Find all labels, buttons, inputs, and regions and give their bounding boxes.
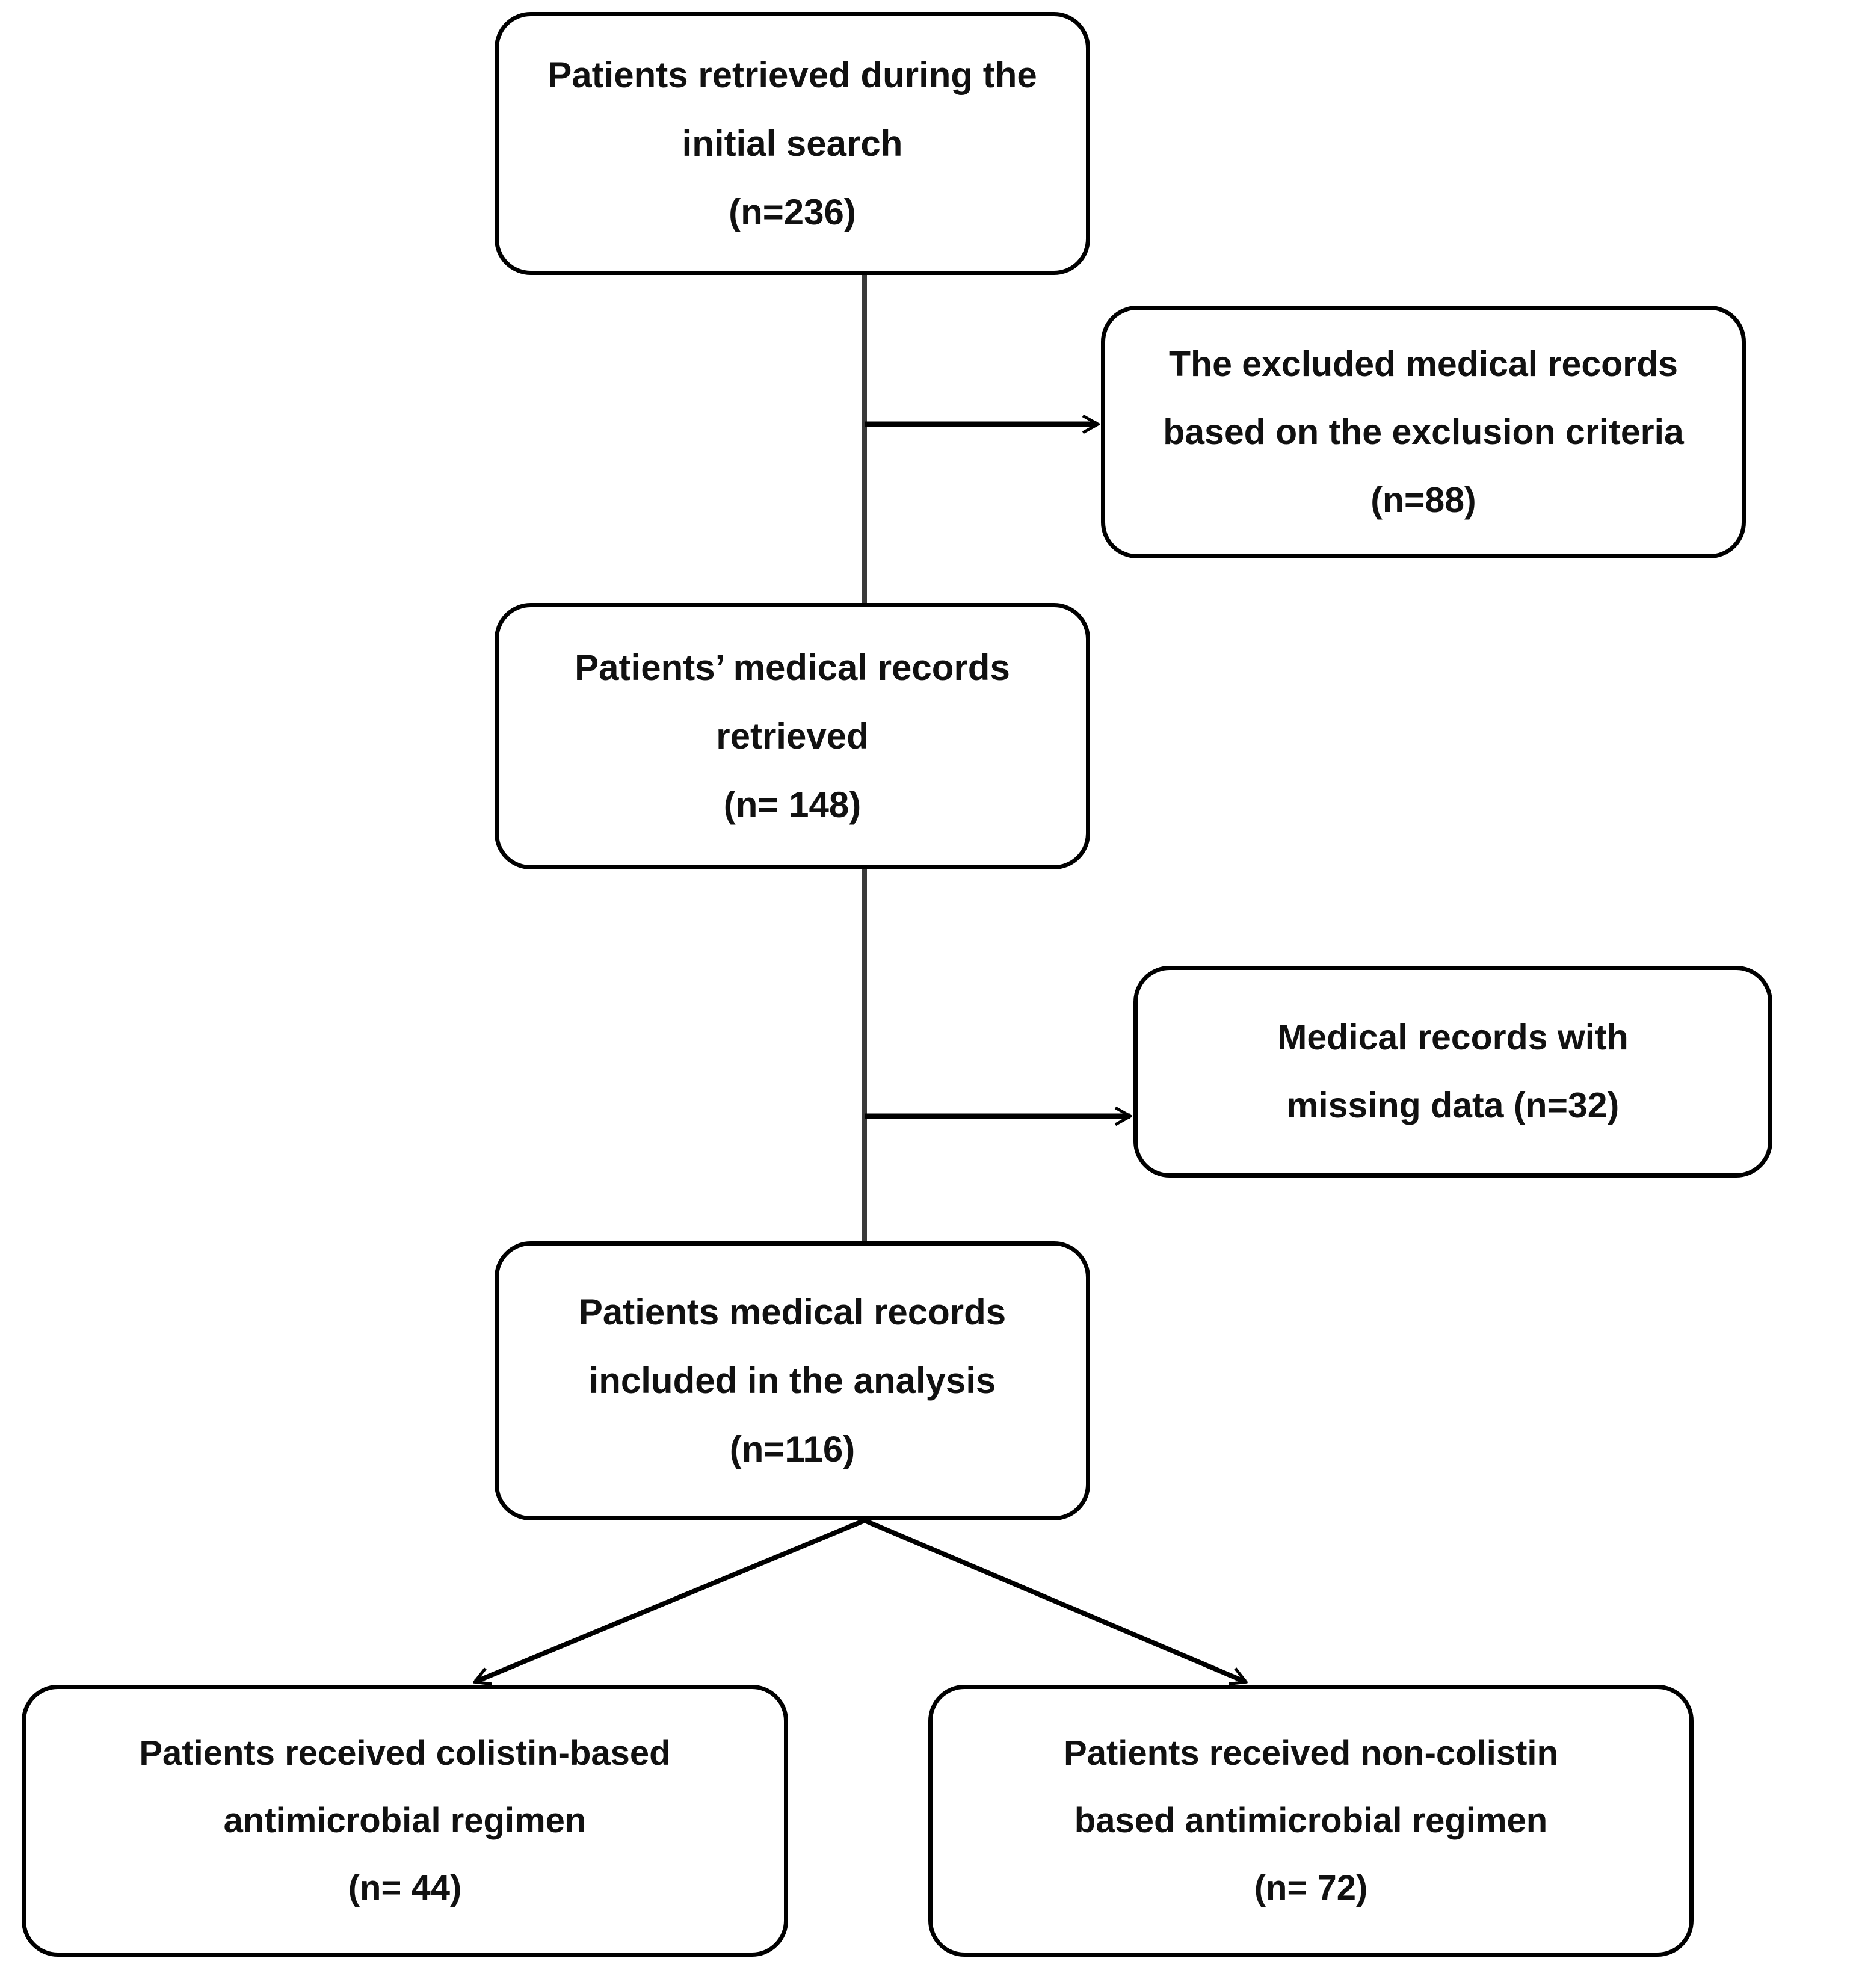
node-text-line: Patients retrieved during the (547, 54, 1037, 95)
node-text-line: The excluded medical records (1169, 344, 1678, 384)
node-text-line: based antimicrobial regimen (1074, 1801, 1548, 1840)
node-non-colistin-group: Patients received non-colistin based ant… (928, 1685, 1694, 1957)
node-count-label: (n=88) (1370, 480, 1476, 520)
node-count-label: (n=116) (729, 1429, 856, 1469)
node-included-analysis: Patients medical records included in the… (495, 1241, 1090, 1520)
node-count-label: (n=236) (729, 191, 856, 232)
node-text-line: retrieved (716, 715, 869, 756)
node-text-line: antimicrobial regimen (223, 1801, 587, 1840)
node-records-retrieved: Patients’ medical records retrieved (n= … (495, 603, 1090, 869)
node-count-label: (n= 44) (348, 1868, 462, 1907)
node-text-line: Patients received colistin-based (139, 1733, 671, 1773)
node-count-label: (n= 148) (723, 784, 862, 825)
node-text-line: included in the analysis (588, 1360, 996, 1401)
node-excluded-records: The excluded medical records based on th… (1101, 306, 1746, 558)
node-text-line: Medical records with (1277, 1017, 1629, 1057)
node-initial-search: Patients retrieved during the initial se… (495, 12, 1090, 275)
node-text-line: Patients medical records (578, 1292, 1007, 1332)
node-text-line: based on the exclusion criteria (1163, 412, 1684, 452)
node-text-line: Patients received non-colistin (1064, 1733, 1558, 1773)
node-colistin-group: Patients received colistin-based antimic… (22, 1685, 788, 1957)
node-count-label: (n= 72) (1254, 1868, 1368, 1907)
node-text-line: initial search (682, 123, 903, 164)
node-text-line: Patients’ medical records (575, 647, 1010, 688)
edge-included-to-colistin (475, 1518, 866, 1682)
node-count-label: missing data (n=32) (1286, 1085, 1620, 1125)
node-missing-data: Medical records with missing data (n=32) (1133, 966, 1772, 1178)
edge-included-to-non-colistin (863, 1518, 1245, 1682)
